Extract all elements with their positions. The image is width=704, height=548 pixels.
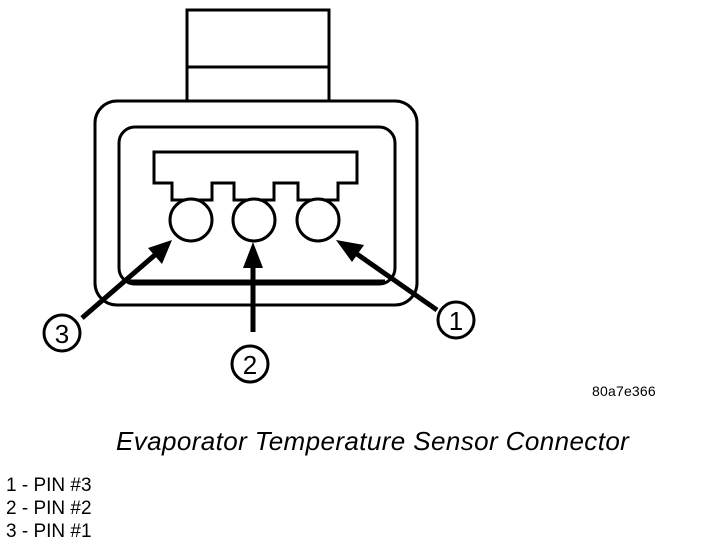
callout-circle-3 xyxy=(42,313,82,353)
figure-id: 80a7e366 xyxy=(592,383,656,399)
connector-housing-inner xyxy=(117,125,397,286)
pin-circle-right xyxy=(295,197,341,243)
callout-label-1: 1 xyxy=(449,306,463,336)
callout-circle-2 xyxy=(230,344,270,384)
pin-legend: 1 - PIN #3 2 - PIN #2 3 - PIN #1 xyxy=(6,474,92,543)
connector-latch xyxy=(185,8,331,104)
leader-line-3 xyxy=(80,252,158,320)
pin-circle-left xyxy=(168,197,214,243)
connector-diagram: 1 2 3 xyxy=(42,8,476,384)
arrowhead-3 xyxy=(148,240,172,264)
legend-item: 1 - PIN #3 xyxy=(6,475,92,496)
arrowhead-1 xyxy=(336,240,364,262)
callout-label-2: 2 xyxy=(243,350,257,380)
arrowhead-2 xyxy=(243,242,263,268)
terminal-block xyxy=(152,150,359,202)
pin-circle-middle xyxy=(231,197,277,243)
callout-circle-1 xyxy=(436,300,476,340)
callout-label-3: 3 xyxy=(55,319,69,349)
legend-item: 3 - PIN #1 xyxy=(6,521,92,542)
leader-line-1 xyxy=(352,249,439,313)
figure-caption: Evaporator Temperature Sensor Connector xyxy=(116,426,630,456)
legend-item: 2 - PIN #2 xyxy=(6,498,92,519)
